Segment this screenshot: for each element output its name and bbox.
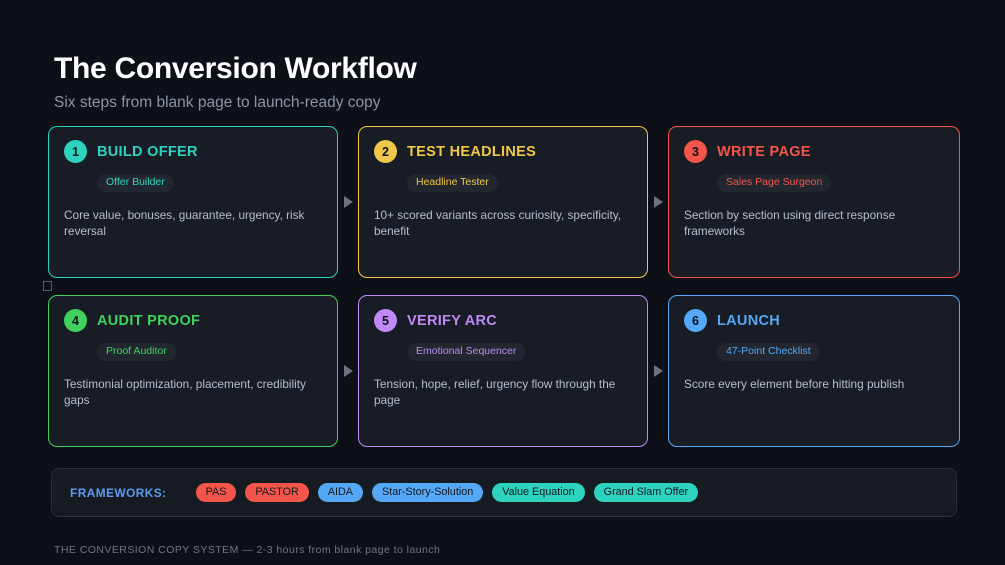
step-tag: Headline Tester bbox=[407, 174, 498, 192]
connector-1-2 bbox=[338, 126, 358, 278]
step-number-badge: 5 bbox=[374, 309, 397, 332]
step-title: AUDIT PROOF bbox=[97, 312, 201, 329]
step-card-header: 2 TEST HEADLINES bbox=[374, 140, 631, 163]
step-title: BUILD OFFER bbox=[97, 143, 198, 160]
step-description: Core value, bonuses, guarantee, urgency,… bbox=[64, 207, 305, 239]
footer-text: THE CONVERSION COPY SYSTEM — 2-3 hours f… bbox=[54, 544, 441, 556]
framework-pill[interactable]: AIDA bbox=[317, 482, 364, 503]
framework-pill[interactable]: PASTOR bbox=[245, 482, 309, 503]
step-card-4[interactable]: 4 AUDIT PROOF Proof Auditor Testimonial … bbox=[48, 295, 338, 447]
workflow-steps-grid: 1 BUILD OFFER Offer Builder Core value, … bbox=[48, 126, 960, 447]
step-card-header: 5 VERIFY ARC bbox=[374, 309, 631, 332]
connector-4-5 bbox=[338, 295, 358, 447]
page-title: The Conversion Workflow bbox=[54, 52, 417, 85]
arrow-right-icon bbox=[343, 196, 353, 208]
grid-row-spacer bbox=[48, 278, 960, 295]
frameworks-bar: FRAMEWORKS: PAS PASTOR AIDA Star-Story-S… bbox=[51, 468, 957, 517]
step-card-2[interactable]: 2 TEST HEADLINES Headline Tester 10+ sco… bbox=[358, 126, 648, 278]
arrow-right-icon bbox=[343, 365, 353, 377]
step-tag: Emotional Sequencer bbox=[407, 343, 526, 361]
step-tag: Offer Builder bbox=[97, 174, 174, 192]
step-number-badge: 4 bbox=[64, 309, 87, 332]
connector-5-6 bbox=[648, 295, 668, 447]
step-tag: 47-Point Checklist bbox=[717, 343, 820, 361]
step-card-5[interactable]: 5 VERIFY ARC Emotional Sequencer Tension… bbox=[358, 295, 648, 447]
step-description: Score every element before hitting publi… bbox=[684, 376, 905, 391]
step-description: 10+ scored variants across curiosity, sp… bbox=[374, 207, 622, 239]
step-card-header: 3 WRITE PAGE bbox=[684, 140, 943, 163]
step-tag: Sales Page Surgeon bbox=[717, 174, 832, 192]
step-tag: Proof Auditor bbox=[97, 343, 176, 361]
step-card-header: 6 LAUNCH bbox=[684, 309, 943, 332]
step-number-badge: 2 bbox=[374, 140, 397, 163]
step-number-badge: 6 bbox=[684, 309, 707, 332]
step-card-1[interactable]: 1 BUILD OFFER Offer Builder Core value, … bbox=[48, 126, 338, 278]
step-description: Tension, hope, relief, urgency flow thro… bbox=[374, 376, 616, 408]
step-tag-row: Headline Tester bbox=[374, 172, 631, 192]
step-title: VERIFY ARC bbox=[407, 312, 498, 329]
step-description: Testimonial optimization, placement, cre… bbox=[64, 376, 306, 408]
step-description: Section by section using direct response… bbox=[684, 207, 896, 239]
step-title: TEST HEADLINES bbox=[407, 143, 537, 160]
page-subtitle: Six steps from blank page to launch-read… bbox=[54, 93, 381, 111]
framework-pill[interactable]: Value Equation bbox=[492, 482, 585, 503]
square-marker-icon bbox=[43, 281, 52, 291]
step-tag-row: Emotional Sequencer bbox=[374, 341, 631, 361]
step-number-badge: 3 bbox=[684, 140, 707, 163]
step-card-3[interactable]: 3 WRITE PAGE Sales Page Surgeon Section … bbox=[668, 126, 960, 278]
step-title: WRITE PAGE bbox=[717, 143, 811, 160]
step-number-badge: 1 bbox=[64, 140, 87, 163]
step-title: LAUNCH bbox=[717, 312, 781, 329]
framework-pill[interactable]: Star-Story-Solution bbox=[372, 482, 484, 503]
page-header: The Conversion Workflow Six steps from b… bbox=[54, 52, 754, 112]
step-tag-row: 47-Point Checklist bbox=[684, 341, 943, 361]
step-tag-row: Sales Page Surgeon bbox=[684, 172, 943, 192]
step-card-header: 1 BUILD OFFER bbox=[64, 140, 321, 163]
step-card-6[interactable]: 6 LAUNCH 47-Point Checklist Score every … bbox=[668, 295, 960, 447]
connector-2-3 bbox=[648, 126, 668, 278]
framework-pill[interactable]: PAS bbox=[195, 482, 237, 503]
step-card-header: 4 AUDIT PROOF bbox=[64, 309, 321, 332]
frameworks-label: FRAMEWORKS: bbox=[70, 485, 167, 500]
framework-pill[interactable]: Grand Slam Offer bbox=[593, 482, 699, 503]
arrow-right-icon bbox=[653, 365, 663, 377]
step-tag-row: Proof Auditor bbox=[64, 341, 321, 361]
step-tag-row: Offer Builder bbox=[64, 172, 321, 192]
arrow-right-icon bbox=[653, 196, 663, 208]
